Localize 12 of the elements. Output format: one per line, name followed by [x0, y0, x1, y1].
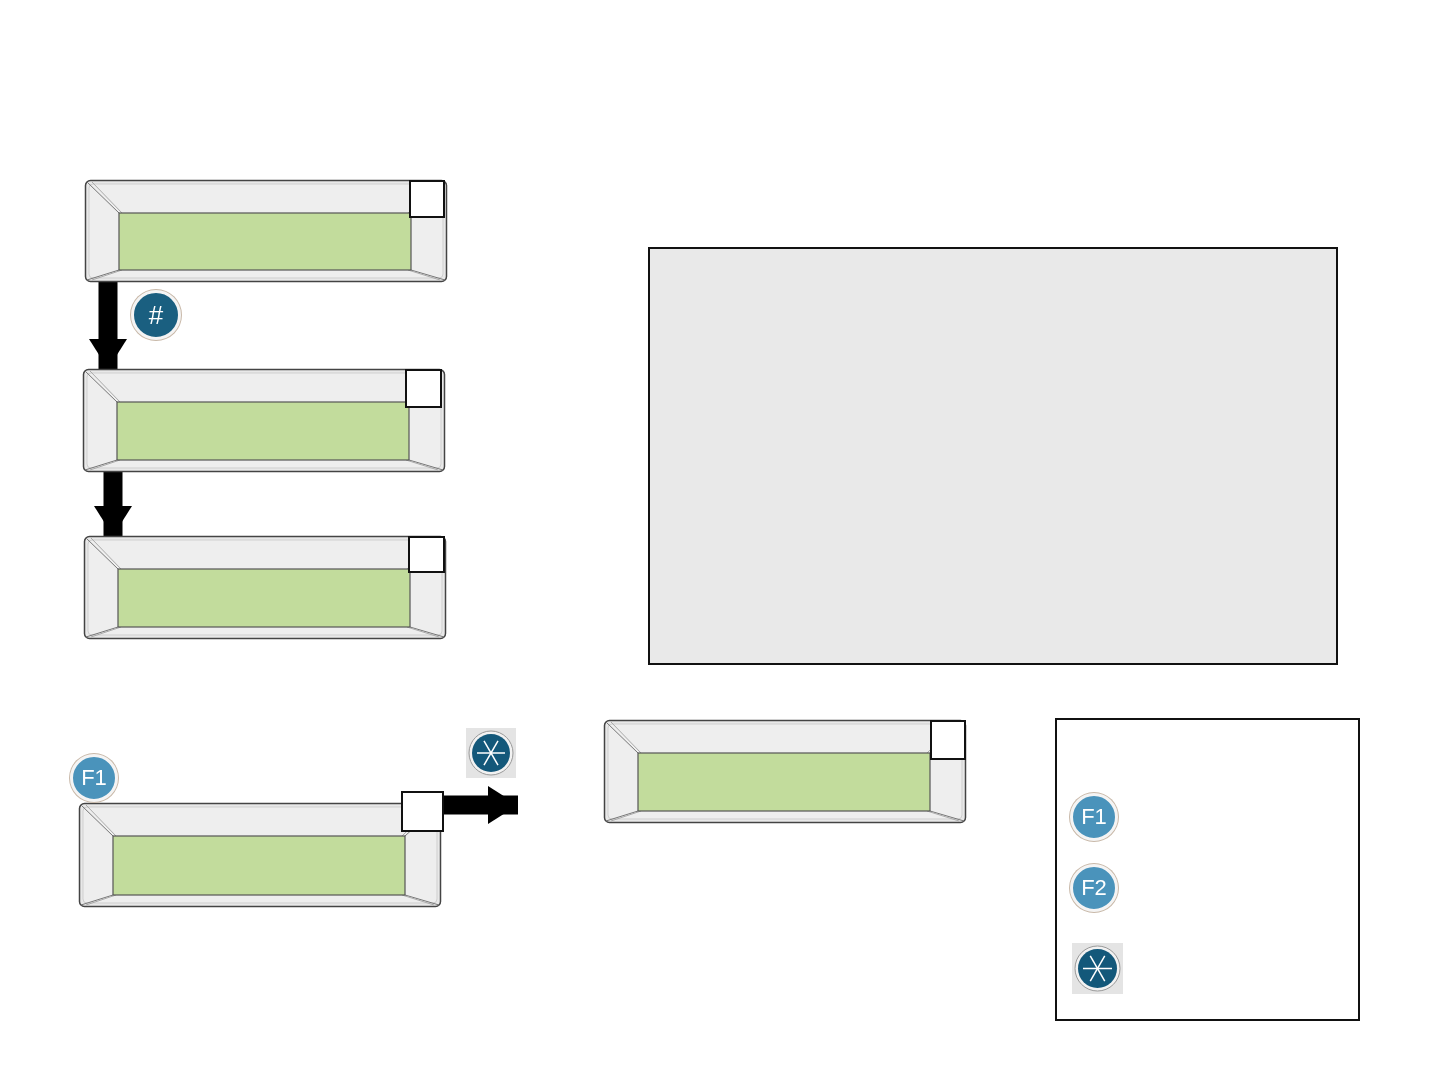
indicator-square	[401, 791, 444, 832]
indicator-square	[930, 720, 966, 760]
indicator-square	[409, 180, 445, 218]
info-panel	[648, 247, 1338, 665]
block-arrow	[94, 472, 132, 536]
function-key: F1	[70, 754, 118, 802]
indicator-square	[405, 369, 442, 408]
legend-panel	[1055, 718, 1360, 1021]
block-arrow	[89, 282, 127, 369]
indicator-square	[408, 536, 445, 573]
block-arrow	[444, 786, 518, 824]
hash-key: #	[131, 290, 181, 340]
